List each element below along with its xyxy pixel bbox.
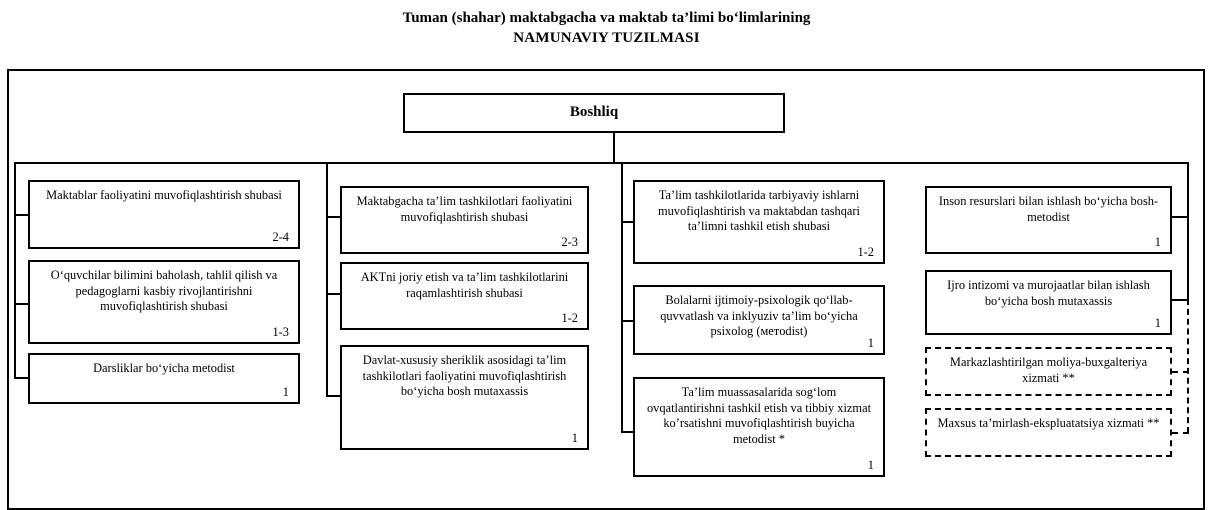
box-ijtimoiy-psixologik-qollab[interactable]: Bolalarni ijtimoiy-psixologik qo‘llab-qu… <box>633 285 885 355</box>
page-title: Tuman (shahar) maktabgacha va maktab ta’… <box>0 8 1213 48</box>
title-line-1: Tuman (shahar) maktabgacha va maktab ta’… <box>402 10 811 26</box>
connector-stub-c3-b2 <box>621 320 633 322</box>
box-maxsus-tamirlash[interactable]: Maxsus ta’mirlash-ekspluatatsiya xizmati… <box>925 408 1172 457</box>
box-boshliq-label: Boshliq <box>569 104 619 121</box>
box-soglom-ovqatlantirish-text: Ta’lim muassasalarida sog‘lom ovqatlanti… <box>646 385 872 446</box>
box-tarbiyaviy-ishlar-count: 1-2 <box>857 245 874 259</box>
box-maktablar-faoliyatini[interactable]: Maktablar faoliyatini muvofiqlashtirish … <box>28 180 300 249</box>
connector-rail-column-2 <box>326 162 328 396</box>
box-inson-resurslari-count: 1 <box>1154 235 1161 249</box>
box-maktablar-faoliyatini-text: Maktablar faoliyatini muvofiqlashtirish … <box>46 188 282 202</box>
connector-rail-column-1 <box>14 162 16 378</box>
box-soglom-ovqatlantirish[interactable]: Ta’lim muassasalarida sog‘lom ovqatlanti… <box>633 377 885 477</box>
box-maktabgacha-talim-text: Maktabgacha ta’lim tashkilotlari faoliya… <box>356 194 573 224</box>
connector-stub-c3-b3 <box>621 431 633 433</box>
box-darsliklar-metodist-text: Darsliklar bo‘yicha metodist <box>93 361 235 375</box>
box-maktablar-faoliyatini-count: 2-4 <box>272 230 289 244</box>
box-aktni-joriy-etish[interactable]: AKTni joriy etish va ta’lim tashkilotlar… <box>340 262 589 330</box>
box-maktabgacha-talim[interactable]: Maktabgacha ta’lim tashkilotlari faoliya… <box>340 186 589 254</box>
box-soglom-ovqatlantirish-count: 1 <box>867 458 874 472</box>
box-darsliklar-metodist[interactable]: Darsliklar bo‘yicha metodist 1 <box>28 353 300 404</box>
box-oquvchilar-bilimini-baholash[interactable]: O‘quvchilar bilimini baholash, tahlil qi… <box>28 260 300 344</box>
connector-stub-c1-b2 <box>14 303 28 305</box>
box-davlat-xususiy-sheriklik-count: 1 <box>571 431 578 445</box>
box-boshliq[interactable]: Boshliq <box>403 93 785 133</box>
connector-stub-c4-b3 <box>1172 371 1189 373</box>
box-inson-resurslari[interactable]: Inson resurslari bilan ishlash bo‘yicha … <box>925 186 1172 254</box>
box-ijtimoiy-psixologik-qollab-text: Bolalarni ijtimoiy-psixologik qo‘llab-qu… <box>660 293 858 338</box>
box-inson-resurslari-text: Inson resurslari bilan ishlash bo‘yicha … <box>938 194 1159 224</box>
connector-bus-horizontal <box>14 162 1189 164</box>
connector-rail-column-4-dashed <box>1187 299 1189 433</box>
connector-rail-column-4-solid <box>1187 162 1189 301</box>
box-davlat-xususiy-sheriklik-text: Davlat-xususiy sheriklik asosidagi ta’li… <box>362 353 567 398</box>
connector-stub-c2-b1 <box>326 216 340 218</box>
connector-stub-c4-b4 <box>1172 432 1189 434</box>
box-darsliklar-metodist-count: 1 <box>282 385 289 399</box>
box-ijro-intizomi-count: 1 <box>1154 316 1161 330</box>
connector-stub-c4-b1 <box>1172 216 1189 218</box>
connector-stub-c1-b3 <box>14 377 28 379</box>
box-ijro-intizomi-text: Ijro intizomi va murojaatlar bilan ishla… <box>947 278 1150 308</box>
box-oquvchilar-bilimini-baholash-text: O‘quvchilar bilimini baholash, tahlil qi… <box>50 268 278 313</box>
box-ijro-intizomi[interactable]: Ijro intizomi va murojaatlar bilan ishla… <box>925 270 1172 335</box>
connector-stub-c1-b1 <box>14 214 28 216</box>
connector-stub-c2-b2 <box>326 293 340 295</box>
box-oquvchilar-bilimini-baholash-count: 1-3 <box>272 325 289 339</box>
box-maktabgacha-talim-count: 2-3 <box>561 235 578 249</box>
box-tarbiyaviy-ishlar[interactable]: Ta’lim tashkilotlarida tarbiyaviy ishlar… <box>633 180 885 264</box>
connector-trunk-vertical <box>613 133 615 163</box>
box-maxsus-tamirlash-text: Maxsus ta’mirlash-ekspluatatsiya xizmati… <box>937 416 1160 430</box>
connector-rail-column-3 <box>621 162 623 432</box>
connector-stub-c2-b3 <box>326 395 340 397</box>
box-ijtimoiy-psixologik-qollab-count: 1 <box>867 336 874 350</box>
box-markazlashtirilgan-moliya-text: Markazlashtirilgan moliya-buxgalteriya x… <box>949 355 1148 385</box>
connector-stub-c4-b2 <box>1172 299 1189 301</box>
box-aktni-joriy-etish-text: AKTni joriy etish va ta’lim tashkilotlar… <box>360 270 569 300</box>
title-line-2: NAMUNAVIY TUZILMASI <box>513 30 700 46</box>
box-davlat-xususiy-sheriklik[interactable]: Davlat-xususiy sheriklik asosidagi ta’li… <box>340 345 589 450</box>
box-markazlashtirilgan-moliya[interactable]: Markazlashtirilgan moliya-buxgalteriya x… <box>925 347 1172 396</box>
box-aktni-joriy-etish-count: 1-2 <box>561 311 578 325</box>
connector-stub-c3-b1 <box>621 221 633 223</box>
box-tarbiyaviy-ishlar-text: Ta’lim tashkilotlarida tarbiyaviy ishlar… <box>658 188 860 233</box>
